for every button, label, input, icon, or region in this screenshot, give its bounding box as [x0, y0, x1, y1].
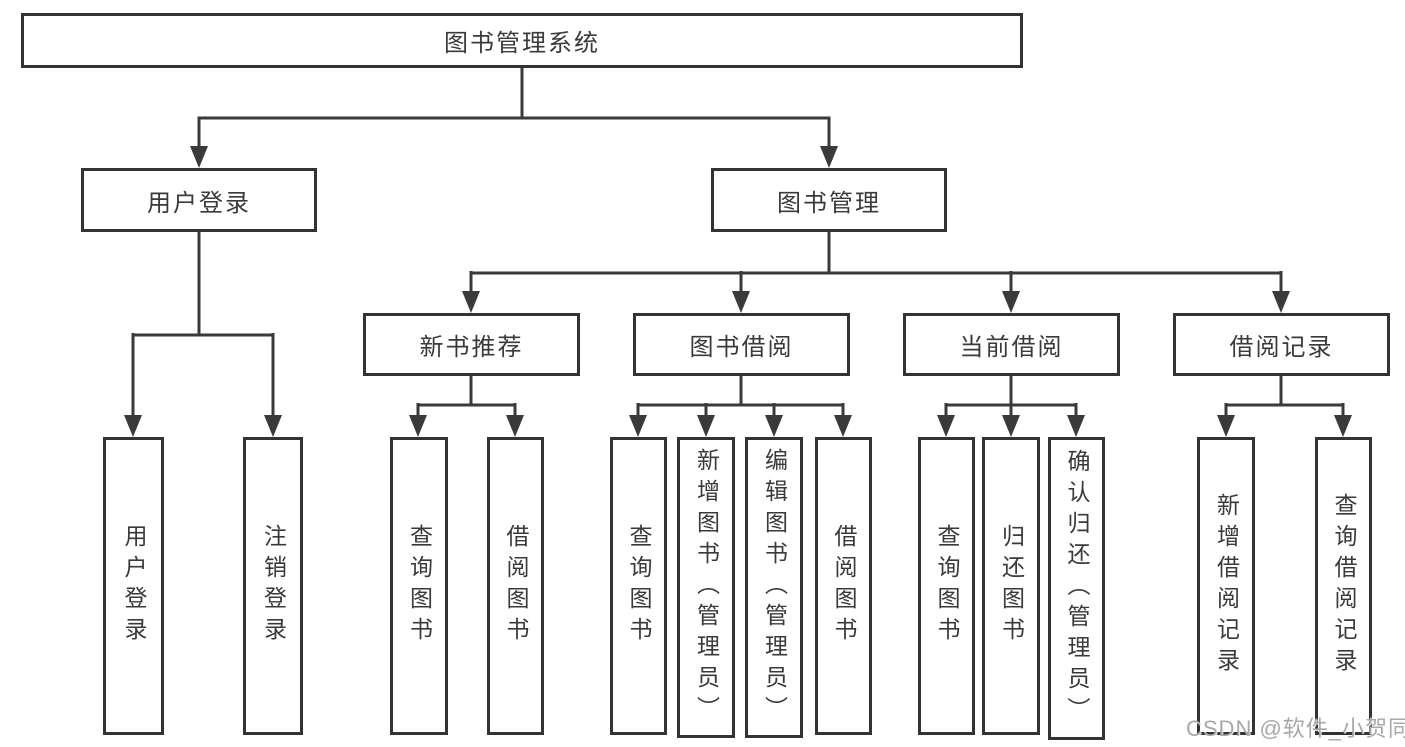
connector-user-login-branch: [124, 232, 282, 437]
csdn-watermark: CSDN @软件_小贺同学: [1186, 716, 1405, 741]
node-new-book-recommend: 新书推荐: [363, 313, 580, 376]
connector-new-book-branch: [409, 376, 524, 437]
leaf-user-login: 用户登录: [103, 437, 164, 735]
connector-root-to-level2: [190, 68, 838, 168]
node-current-borrowing: 当前借阅: [903, 313, 1120, 376]
leaf-borrowing-borrow-books: 借阅图书: [815, 437, 872, 735]
leaf-current-query-books: 查询图书: [918, 437, 975, 735]
connector-book-borrow-branch: [629, 376, 852, 437]
leaf-borrowing-add-books-admin: 新增图书（管理员）: [677, 437, 735, 738]
node-user-login: 用户登录: [81, 168, 317, 232]
leaf-newbook-query-books: 查询图书: [390, 437, 448, 735]
connector-current-borrow-branch: [937, 376, 1085, 437]
leaf-records-add-record: 新增借阅记录: [1197, 437, 1255, 735]
node-book-management: 图书管理: [711, 168, 947, 232]
leaf-records-query-record: 查询借阅记录: [1315, 437, 1372, 735]
leaf-borrowing-edit-books-admin: 编辑图书（管理员）: [745, 437, 803, 738]
leaf-logout: 注销登录: [243, 437, 303, 735]
leaf-current-confirm-return-admin: 确认归还（管理员）: [1048, 437, 1105, 740]
node-library-system: 图书管理系统: [21, 13, 1023, 68]
node-book-borrowing: 图书借阅: [633, 313, 850, 376]
leaf-newbook-borrow-books: 借阅图书: [487, 437, 544, 735]
leaf-current-return-books: 归还图书: [982, 437, 1040, 735]
connector-book-management-to-level3: [462, 232, 1290, 313]
leaf-borrowing-query-books: 查询图书: [610, 437, 667, 735]
connector-borrow-records-branch: [1217, 376, 1352, 437]
node-borrowing-records: 借阅记录: [1173, 313, 1390, 376]
